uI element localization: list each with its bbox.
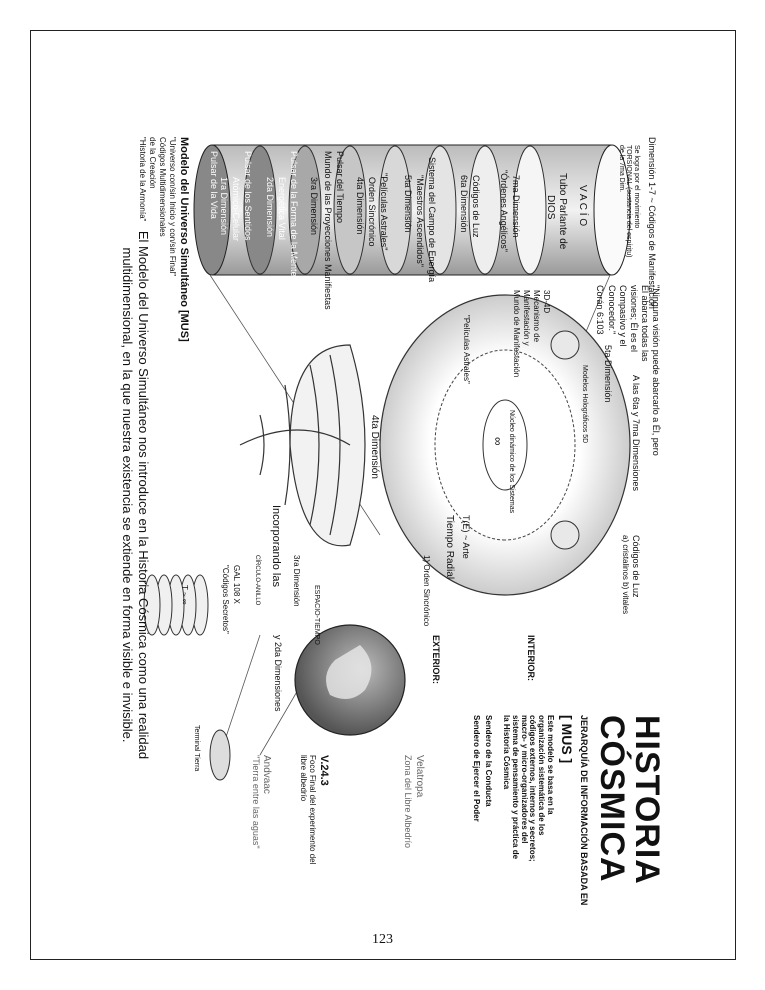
codigos-luz-sub: a) cristalinos b) vitales (621, 535, 630, 615)
layer-0: 7ma Dimensión (511, 175, 521, 238)
layer-16: Pulsar de los Sentidos (243, 151, 253, 241)
v243-label: V.24.3 (318, 755, 330, 786)
andvaac-label: Andvaac (261, 755, 272, 794)
layer-18: 1ra Dimensión (219, 177, 229, 236)
spiral-funnel (239, 344, 366, 547)
layer-6: 5ta Dimensión (403, 175, 413, 233)
espacio-label: ESPACIO-TIEMPO (313, 585, 320, 645)
mechanism-line2: Mecanismo de (532, 290, 541, 343)
vacio-label: V A C Í O (577, 185, 588, 227)
zona-label: Zona del Libre Albedrío (403, 755, 413, 849)
modelos-label: Modelos Holográficos 5D (581, 365, 588, 444)
diagram-content: HISTORIA CÓSMICA JERARQUÍA DE INFORMACIÓ… (120, 115, 680, 905)
exterior-label: EXTERIOR: (431, 635, 441, 685)
mechanism-line1: 3D-4D (542, 290, 551, 314)
circulo-label: CÍRCULO-ANILLO (254, 555, 260, 606)
title-sendero: Sendero de la Conducta (484, 715, 493, 807)
quote-line3: visiones; Él es el (629, 285, 639, 353)
gal-label: GAL 108 X (232, 565, 241, 604)
layer-1: "Órdenes Angélicos" (499, 170, 509, 252)
tiempo-radial-label: Tiempo Radial (444, 515, 455, 580)
quote-line1: "Ninguna visión puede abarcarlo a Él, pe… (651, 285, 661, 456)
sphere-right (550, 520, 580, 550)
continent-shape (326, 645, 372, 699)
terminal-disc (209, 729, 231, 781)
model-title: Modelo del Universo Simultáneo [MUS] (178, 137, 190, 342)
sphere-left (550, 330, 580, 360)
dim4-label: 4ta Dimensión (369, 415, 380, 479)
layer-15: 2da Dimensión (265, 177, 275, 238)
layer-13: Pulsar de la Forma de la Mente (289, 151, 299, 277)
caption-line1: El Modelo del Universo Simultáneo nos in… (136, 230, 151, 760)
layer-12: 3ra Dimensión (309, 177, 319, 236)
quote-line2: Él abarca todas las (640, 285, 650, 362)
quote-line4: Compasivo y el (618, 285, 628, 347)
dim5-label: 5ta Dimensión (603, 345, 613, 403)
rotated-diagram: HISTORIA CÓSMICA JERARQUÍA DE INFORMACIÓ… (120, 115, 680, 905)
dims-23-label: y 2da Dimensiones (273, 635, 283, 712)
model-sub2: Códigos Multidimensionales (158, 137, 167, 237)
layer-8: Orden Sincrónico (367, 177, 377, 247)
quote-ref: Corán 6:103 (595, 285, 605, 335)
mechanism-line3: Manifestación y (522, 290, 531, 346)
tarte-label: T(E) ~ Arte (461, 515, 471, 559)
title-mus: [ MUS ] (559, 715, 575, 764)
title-desc: Este modelo se basa en la organización s… (502, 715, 555, 862)
velatropa-label: Velatropa (414, 755, 425, 798)
orden-label: 1) Orden Sincrónico (422, 555, 431, 627)
inner-ring (434, 349, 576, 541)
title-subtitle: JERARQUÍA DE INFORMACIÓN BASADA EN (579, 715, 589, 906)
caption-line2: multidimensional, en la que nuestra exis… (120, 247, 135, 743)
incorporando-label: Incorporando las (270, 505, 282, 587)
diagram-svg (143, 144, 631, 781)
infinity-symbol: ∞ (491, 437, 505, 446)
dims-67-label: A las 6ta y 7ma Dimensiones (631, 375, 641, 492)
layer-11: Mundo de las Proyecciones Manifiestas (323, 151, 333, 310)
quote-line5: Conocedor." (607, 285, 617, 335)
layer-3: 6ta Dimensión (459, 175, 469, 233)
title-sendero2: Sendero de Ejercer el Poder (472, 715, 481, 822)
layer-14: Energética Vital (277, 177, 287, 240)
layer-17: Atómico-Celular (231, 177, 241, 242)
nucleo-label: Núcleo dinámico de los Sistemas (508, 410, 515, 514)
title-line2: CÓSMICA (593, 715, 631, 883)
model-sub1: "Universo con/sin Inicio y con/sin Final… (168, 137, 177, 277)
layer-10: Pulsar del Tiempo (335, 151, 345, 224)
disc-stack (143, 574, 209, 636)
layer-19: Pulsar de la Vida (209, 151, 219, 219)
tierra-label: "Tierra entre las aguas" (251, 755, 261, 849)
t-arrow-label: T ~ ∞ (180, 585, 189, 605)
terminal-label: Terminal Tierra (193, 725, 200, 772)
dim3-label: 3ra Dimensión (292, 555, 301, 607)
interior-label: INTERIOR: (526, 635, 536, 681)
mechanism-line4: Mundo de Manifestación (512, 290, 521, 378)
title-line1: HISTORIA (628, 715, 666, 885)
layer-7: "Películas Astrales" (379, 173, 389, 251)
tubo-label-2: DIOS (545, 195, 556, 220)
layer-2: Códigos de Luz (471, 175, 481, 238)
layer-5: "Maestros Ascendidos" (415, 175, 425, 267)
cylinder-top-note: Se logra por el movimiento TORSIONAL (su… (617, 145, 640, 258)
cylinder-stack (193, 144, 631, 276)
tubo-label-1: Tubo Parlante de (557, 173, 568, 250)
v243-desc: Foco Final del experimento del libre alb… (299, 755, 317, 865)
codigos-luz-label: Códigos de Luz (631, 535, 641, 598)
nucleus-ellipse (482, 399, 528, 491)
dimension-axis-label: Dimensión 1-7 ~ Códigos de Manifestación (647, 137, 657, 309)
page-number: 123 (372, 932, 393, 947)
layer-4: Sistema del Campo de Energía (427, 157, 437, 283)
layer-9: 4ta Dimensión (355, 177, 365, 235)
peliculas-label: "Películas Astrales" (462, 315, 471, 384)
codigos-secretos-label: "Códigos Secretos" (221, 565, 230, 634)
